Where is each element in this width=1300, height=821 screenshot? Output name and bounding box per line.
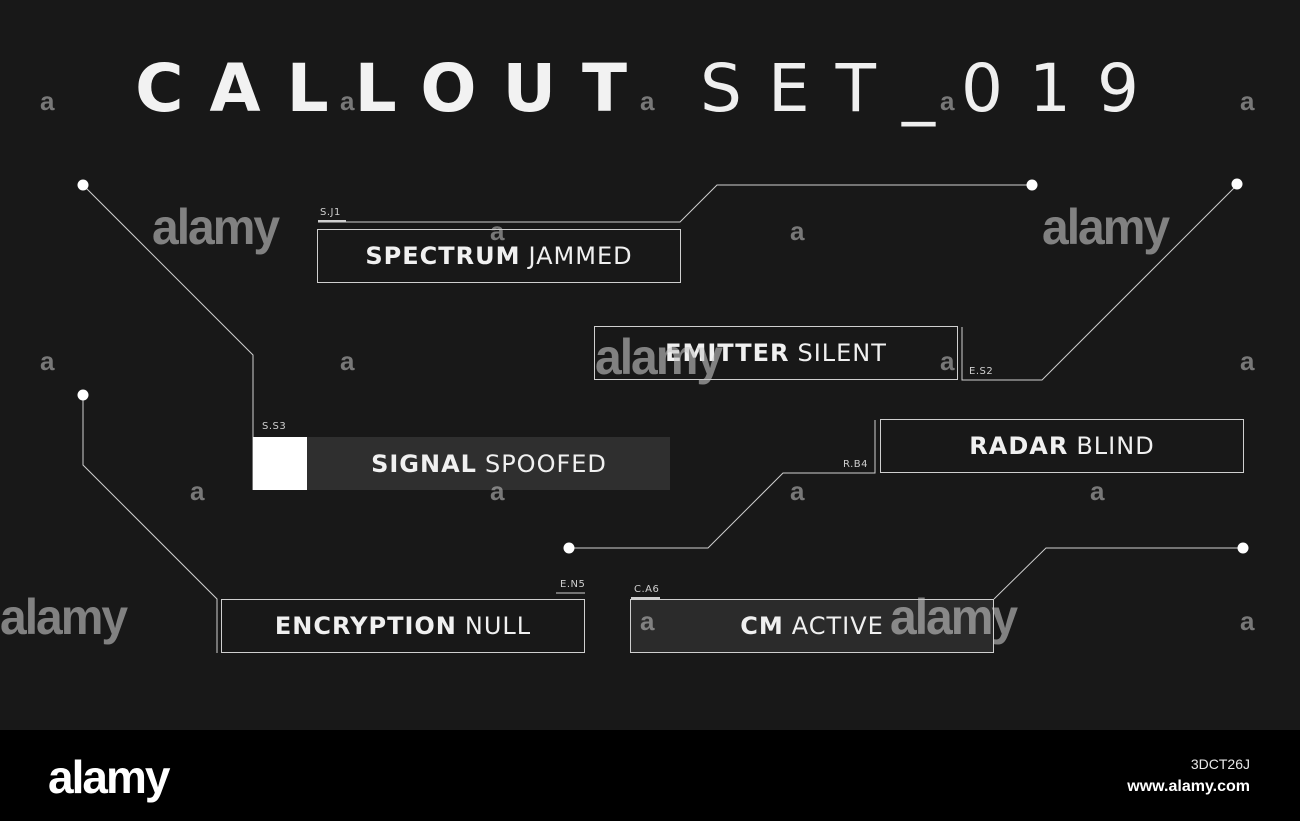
callout-value: ACTIVE (791, 612, 884, 640)
callout-value: JAMMED (528, 242, 633, 270)
watermark-mark: a (790, 476, 805, 506)
callout-value: SILENT (797, 339, 887, 367)
watermark-brand: alamy (0, 589, 128, 646)
endpoint-dot (563, 542, 575, 554)
watermark-brand: alamy (595, 329, 723, 386)
image-id: 3DCT26J (1190, 756, 1250, 772)
spectrum-code: S.J1 (320, 207, 341, 218)
callout-value: SPOOFED (484, 449, 607, 478)
emitter-connector-line (961, 184, 1238, 381)
watermark-mark: a (340, 346, 355, 376)
callout-key: RADAR (969, 432, 1069, 460)
endpoint-dot (1026, 179, 1038, 191)
endpoint-dot (77, 179, 89, 191)
callout-encryption: ENCRYPTION NULL (221, 599, 585, 653)
watermark-mark: a (40, 86, 55, 116)
callout-emitter: EMITTER SILENT (594, 326, 958, 380)
watermark-mark: a (790, 216, 805, 246)
callout-key: CM (740, 612, 784, 640)
encryption-code: E.N5 (560, 579, 586, 590)
watermark-mark: a (340, 86, 355, 116)
radar-code: R.B4 (843, 459, 868, 470)
watermark-brand: alamy (1042, 199, 1170, 256)
callout-key: SIGNAL (371, 449, 477, 478)
callout-value: NULL (464, 612, 532, 640)
spectrum-connector-line (318, 184, 1032, 223)
watermark-mark: a (40, 346, 55, 376)
title-light-part: SET_019 (700, 50, 1165, 127)
page-title: CALLOUT SET_019 (0, 50, 1300, 128)
watermark-mark: a (940, 86, 955, 116)
callout-radar: RADAR BLIND (880, 419, 1244, 473)
endpoint-dot (1237, 542, 1249, 554)
watermark-mark: a (190, 476, 205, 506)
endpoint-dot (77, 389, 89, 401)
signal-indicator-square (253, 437, 307, 490)
watermark-brand: alamy (890, 589, 1018, 646)
watermark-mark: a (490, 216, 505, 246)
watermark-mark: a (490, 476, 505, 506)
watermark-mark: a (1240, 86, 1255, 116)
callout-key: SPECTRUM (365, 242, 521, 270)
watermark-mark: a (1240, 346, 1255, 376)
stock-footer-bar (0, 730, 1300, 821)
watermark-mark: a (940, 346, 955, 376)
watermark-mark: a (1090, 476, 1105, 506)
emitter-code: E.S2 (969, 366, 994, 377)
callout-key: ENCRYPTION (274, 612, 457, 640)
callout-spectrum: SPECTRUM JAMMED (317, 229, 681, 283)
callout-signal: SIGNAL SPOOFED (253, 437, 670, 490)
cm-code: C.A6 (634, 584, 660, 595)
watermark-mark: a (1240, 606, 1255, 636)
watermark-brand: alamy (152, 199, 280, 256)
site-url: www.alamy.com (1127, 778, 1250, 795)
cm-connector-line (993, 547, 1243, 600)
watermark-mark: a (640, 606, 655, 636)
endpoint-dot (1231, 178, 1243, 190)
signal-code: S.S3 (262, 421, 287, 432)
callout-value: BLIND (1076, 432, 1155, 460)
watermark-mark: a (640, 86, 655, 116)
radar-connector-line (569, 420, 876, 549)
encryption-connector-line (82, 395, 218, 653)
callout-key: EMITTER (665, 339, 790, 367)
callout-cm: CM ACTIVE (630, 599, 994, 653)
alamy-logo: alamy (48, 751, 170, 803)
title-bold-part: CALLOUT (135, 50, 654, 127)
